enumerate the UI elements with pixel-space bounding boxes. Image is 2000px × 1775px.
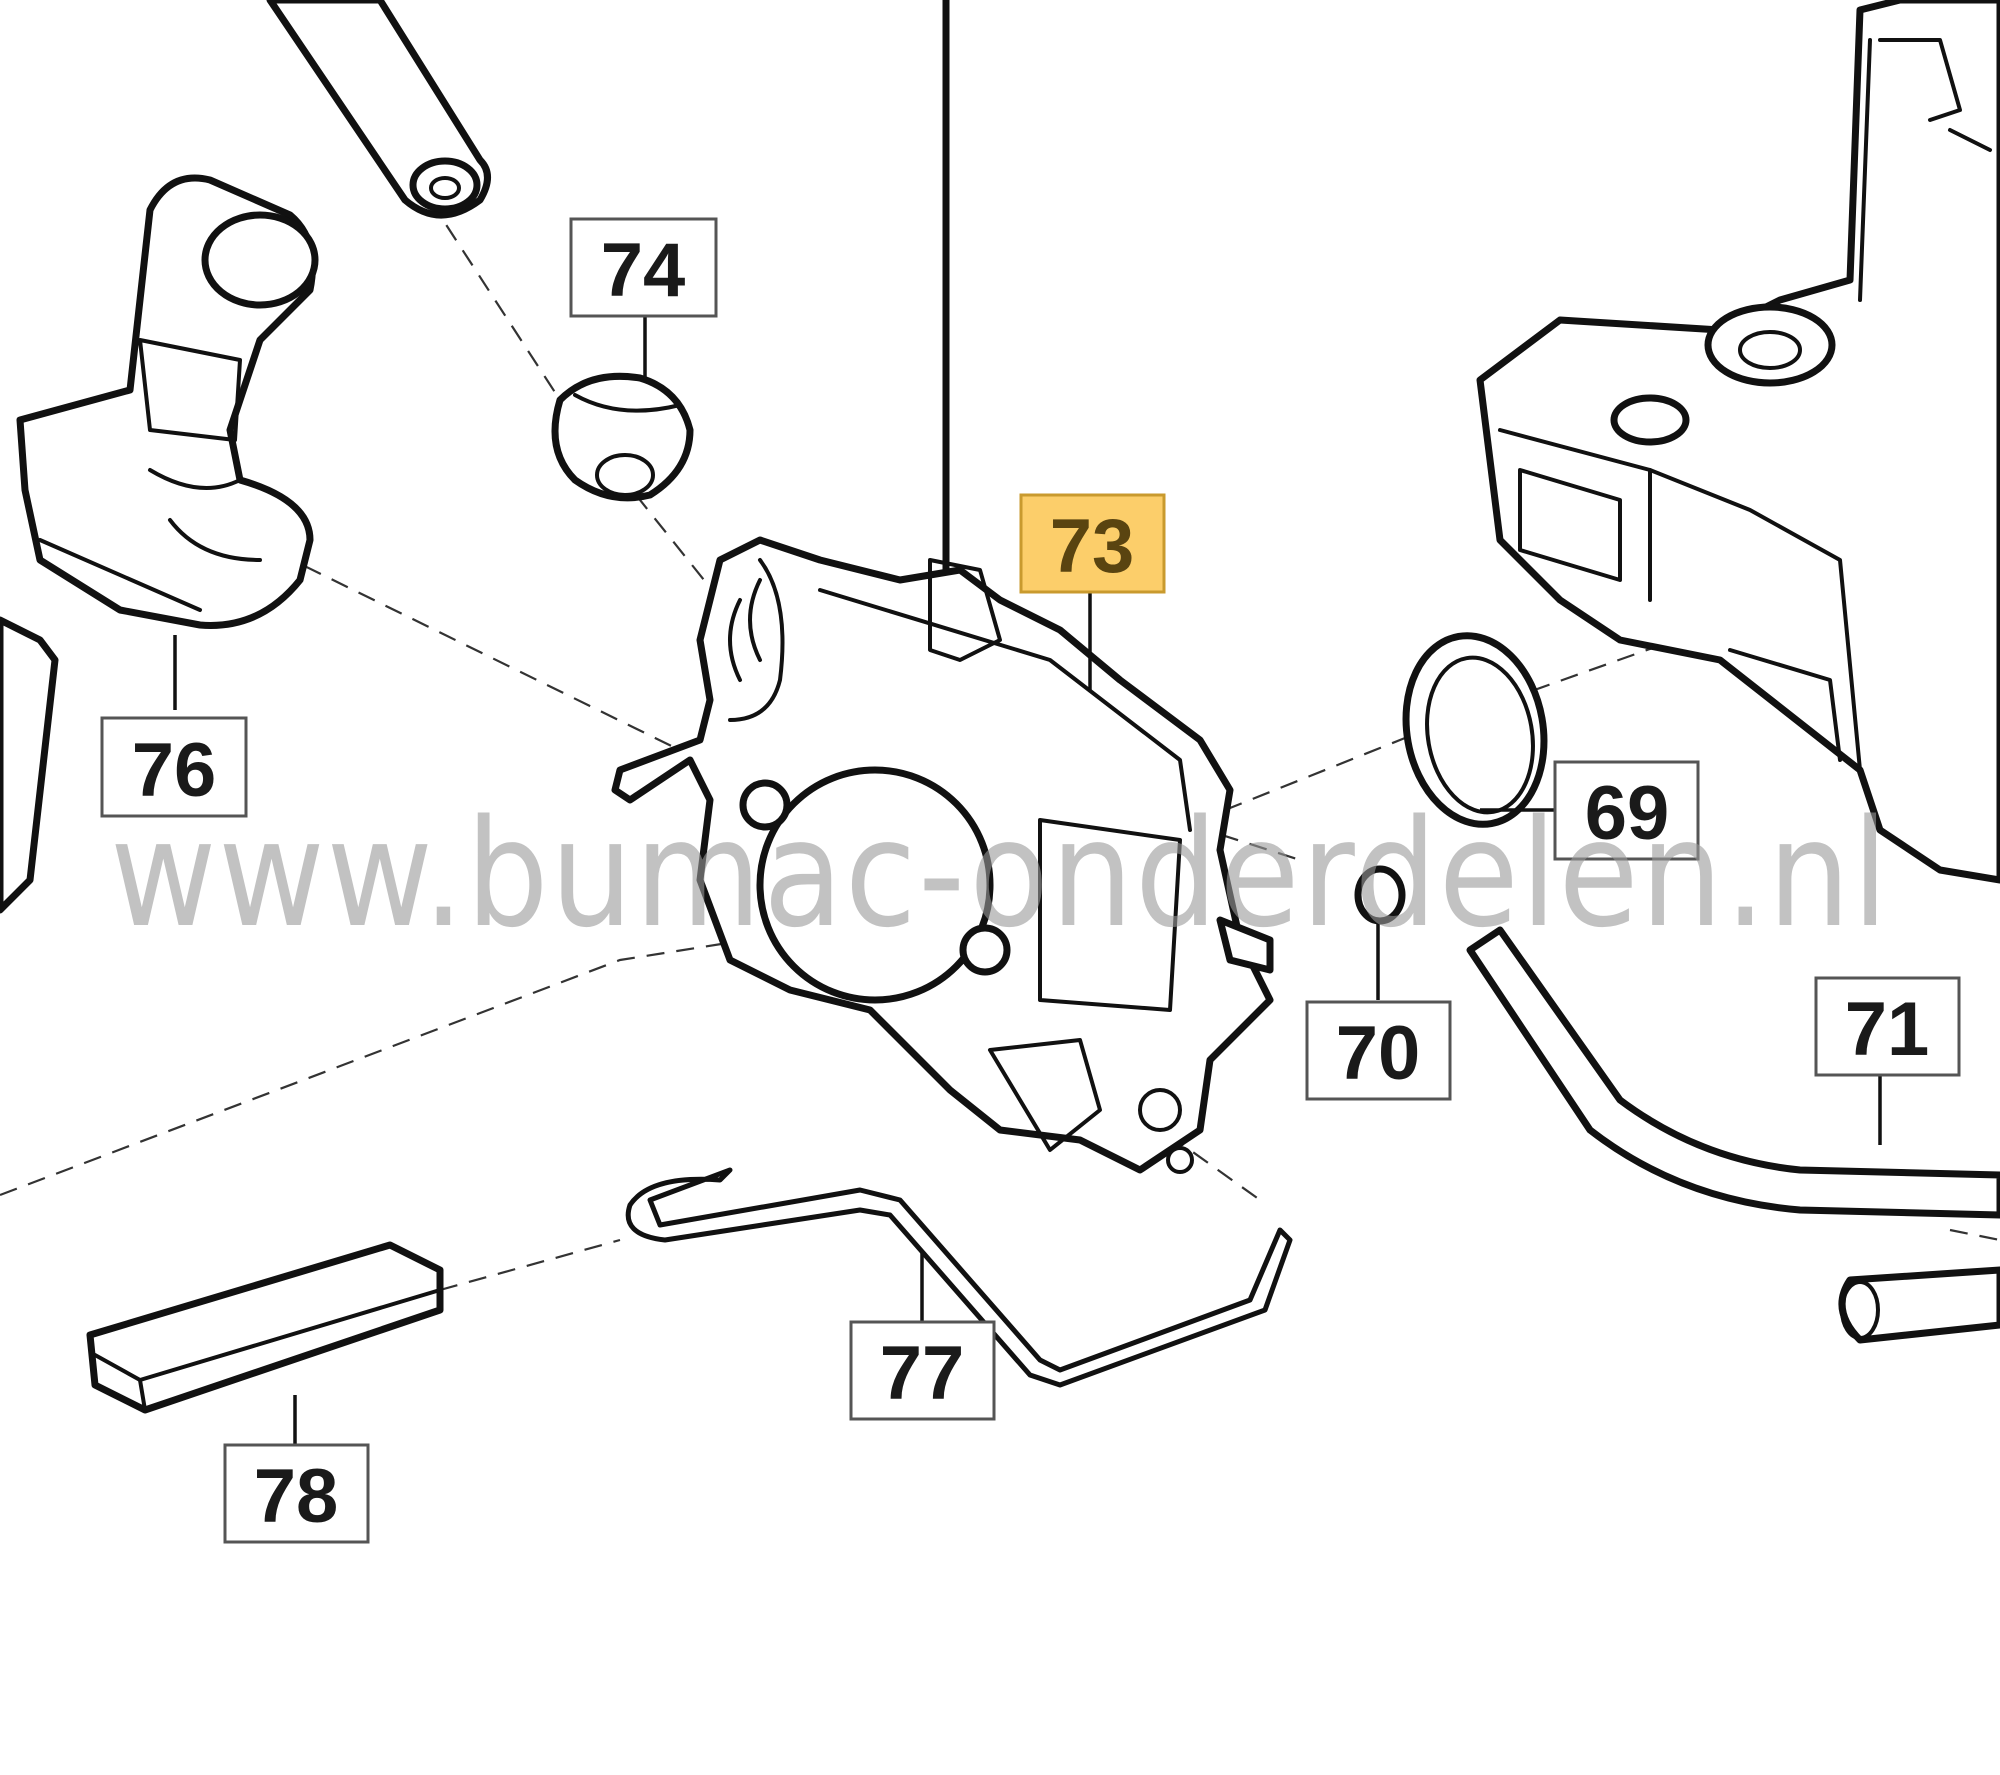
part-70-small-ring <box>1354 865 1406 925</box>
callout-label-69: 69 <box>1585 771 1670 856</box>
part-73-carburettor <box>611 536 1274 1174</box>
part-74-hose-and-grommet <box>266 0 694 502</box>
part-78-foam-pad <box>86 1241 444 1414</box>
callout-label-70: 70 <box>1336 1011 1421 1096</box>
callout-label-76: 76 <box>132 728 217 813</box>
callout-74: 74 <box>569 217 718 318</box>
callout-71: 71 <box>1814 976 1961 1077</box>
callout-78: 78 <box>223 1443 370 1544</box>
air-filter-housing <box>1476 0 2000 884</box>
part-69-gasket-ring <box>1402 632 1548 828</box>
part-76-intake-boot <box>16 174 319 629</box>
callout-73: 73 <box>1019 493 1166 594</box>
watermark-url: www.bumac-onderdelen.nl <box>110 788 1890 960</box>
callout-label-78: 78 <box>254 1454 339 1539</box>
callout-70: 70 <box>1305 1000 1452 1101</box>
callout-69: 69 <box>1553 760 1700 861</box>
callout-label-77: 77 <box>880 1331 965 1416</box>
left-edge-part <box>0 616 59 914</box>
part-77-throttle-rod <box>625 1167 1293 1388</box>
callout-label-74: 74 <box>601 228 686 313</box>
callout-77: 77 <box>849 1320 996 1421</box>
callout-label-73: 73 <box>1050 504 1135 589</box>
callout-76: 76 <box>100 716 248 818</box>
leader-lines <box>173 306 1882 1445</box>
part-71-hose <box>1466 926 2000 1344</box>
callout-label-71: 71 <box>1845 987 1930 1072</box>
